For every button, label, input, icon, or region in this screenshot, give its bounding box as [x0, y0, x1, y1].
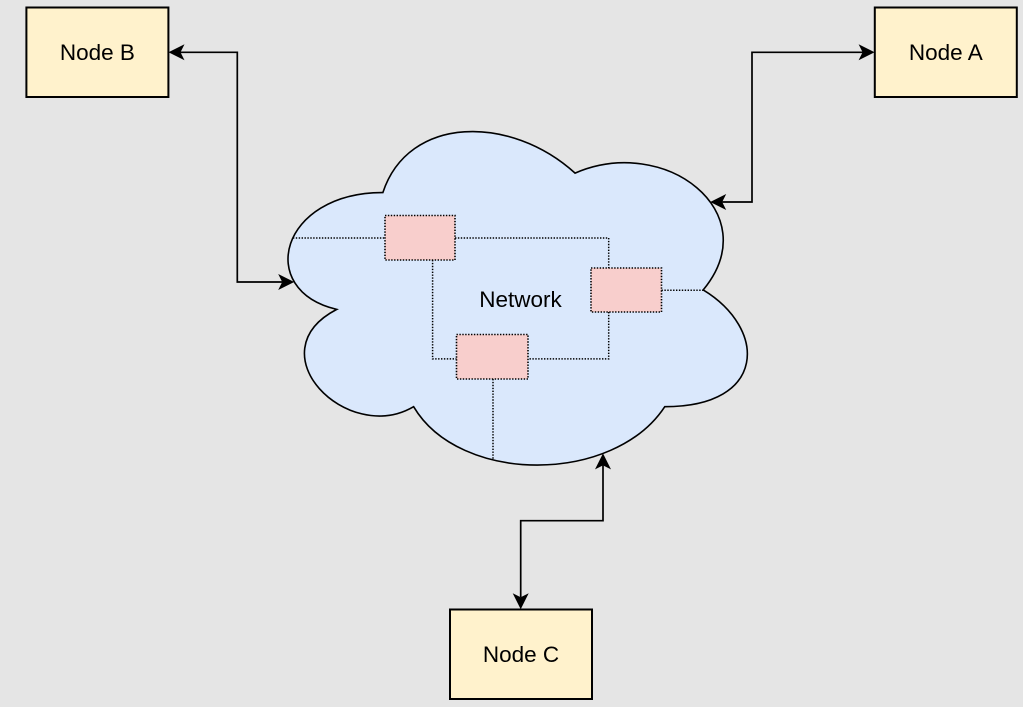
arrow-node-b-cloud-start-arrowhead-icon	[168, 44, 185, 61]
arrow-node-b-cloud-end-arrowhead-icon	[278, 274, 295, 290]
arrow-node-b-cloud-line	[180, 51, 283, 283]
arrow-node-b-cloud[interactable]	[168, 44, 295, 290]
node-b[interactable]: Node B	[25, 6, 170, 98]
node-a-label: Node A	[909, 40, 983, 65]
node-c[interactable]: Node C	[449, 608, 593, 700]
device-3[interactable]	[455, 333, 529, 380]
arrow-node-a-cloud-end-arrowhead-icon	[710, 194, 727, 210]
arrow-cloud-node-c[interactable]	[512, 453, 611, 610]
link-device-2-device-3[interactable]	[528, 312, 610, 360]
device-2[interactable]	[590, 267, 663, 313]
device-1[interactable]	[384, 214, 456, 261]
node-b-box[interactable]	[25, 6, 170, 98]
arrow-node-a-cloud-line	[722, 51, 863, 203]
link-device-1-device-2[interactable]	[455, 237, 610, 268]
node-a-box[interactable]	[873, 6, 1018, 98]
arrow-cloud-node-c-start-arrowhead-icon	[595, 453, 611, 470]
arrow-cloud-node-c-line	[519, 465, 604, 598]
node-c-box[interactable]	[449, 608, 593, 700]
network-cloud-label: Network	[479, 287, 562, 312]
node-a[interactable]: Node A	[873, 6, 1018, 98]
node-b-label: Node B	[60, 40, 135, 65]
link-device-1-device-3[interactable]	[431, 260, 457, 360]
node-c-label: Node C	[483, 642, 559, 667]
arrow-node-a-cloud-start-arrowhead-icon	[858, 44, 875, 61]
arrow-cloud-node-c-end-arrowhead-icon	[512, 593, 529, 610]
arrow-node-a-cloud[interactable]	[710, 44, 875, 210]
